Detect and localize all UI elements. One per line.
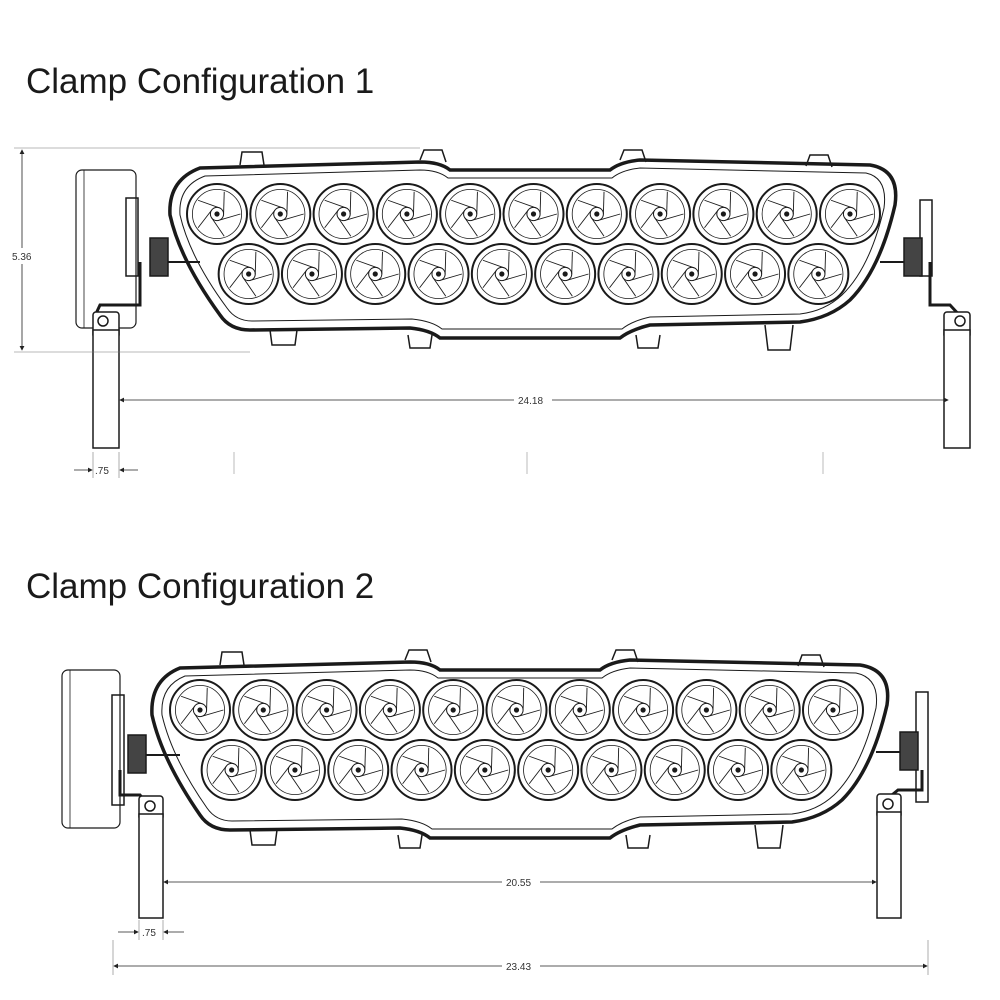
lens <box>643 739 706 801</box>
lens <box>802 679 864 741</box>
lens <box>295 679 358 741</box>
overall-width-dimension-label: 23.43 <box>506 962 531 973</box>
lens <box>186 183 248 245</box>
lens <box>502 183 565 245</box>
lens-array <box>186 183 881 305</box>
lens <box>770 739 833 801</box>
width-dimension-label: 24.18 <box>518 396 543 407</box>
lens <box>738 679 801 741</box>
bracket-dimension-label-2: .75 <box>142 928 156 939</box>
lens <box>217 243 280 305</box>
lens <box>485 679 548 741</box>
lens <box>724 243 787 305</box>
lens <box>660 243 723 305</box>
configuration-2-title: Clamp Configuration 2 <box>26 567 375 606</box>
bracket-dimension-label-1: .75 <box>95 466 109 477</box>
lens <box>439 183 502 245</box>
lens <box>169 679 231 741</box>
lens <box>548 679 611 741</box>
lens <box>534 243 597 305</box>
lens <box>565 183 628 245</box>
right-clamp-post <box>943 329 971 449</box>
left-end-cap <box>125 197 139 277</box>
lens <box>344 243 407 305</box>
lens <box>375 183 438 245</box>
lens <box>263 739 326 801</box>
lens <box>517 739 580 801</box>
lens <box>707 739 770 801</box>
height-dimension-label: 5.36 <box>12 252 32 263</box>
lens <box>407 243 470 305</box>
lens <box>232 679 295 741</box>
lens-array <box>169 679 864 801</box>
lens <box>390 739 453 801</box>
lens <box>327 739 390 801</box>
left-end-cap <box>111 694 125 806</box>
lens <box>280 243 343 305</box>
lens <box>629 183 692 245</box>
inner-width-dimension-label: 20.55 <box>506 878 531 889</box>
lens <box>819 183 881 245</box>
configuration-2-drawing <box>61 649 929 975</box>
left-clamp-post <box>92 329 120 449</box>
lens <box>470 243 533 305</box>
lens <box>755 183 818 245</box>
lens <box>787 243 850 305</box>
left-clamp-post <box>138 813 164 919</box>
mount-cylinder <box>61 669 121 829</box>
lens <box>312 183 375 245</box>
lens <box>692 183 755 245</box>
lens <box>675 679 738 741</box>
lens <box>422 679 485 741</box>
lens <box>580 739 643 801</box>
configuration-1-title: Clamp Configuration 1 <box>26 62 375 101</box>
lens <box>597 243 660 305</box>
lens <box>358 679 421 741</box>
lens <box>453 739 516 801</box>
lens <box>612 679 675 741</box>
configuration-1-drawing <box>14 147 971 478</box>
right-clamp-post <box>876 811 902 919</box>
lens <box>249 183 312 245</box>
lens <box>200 739 263 801</box>
